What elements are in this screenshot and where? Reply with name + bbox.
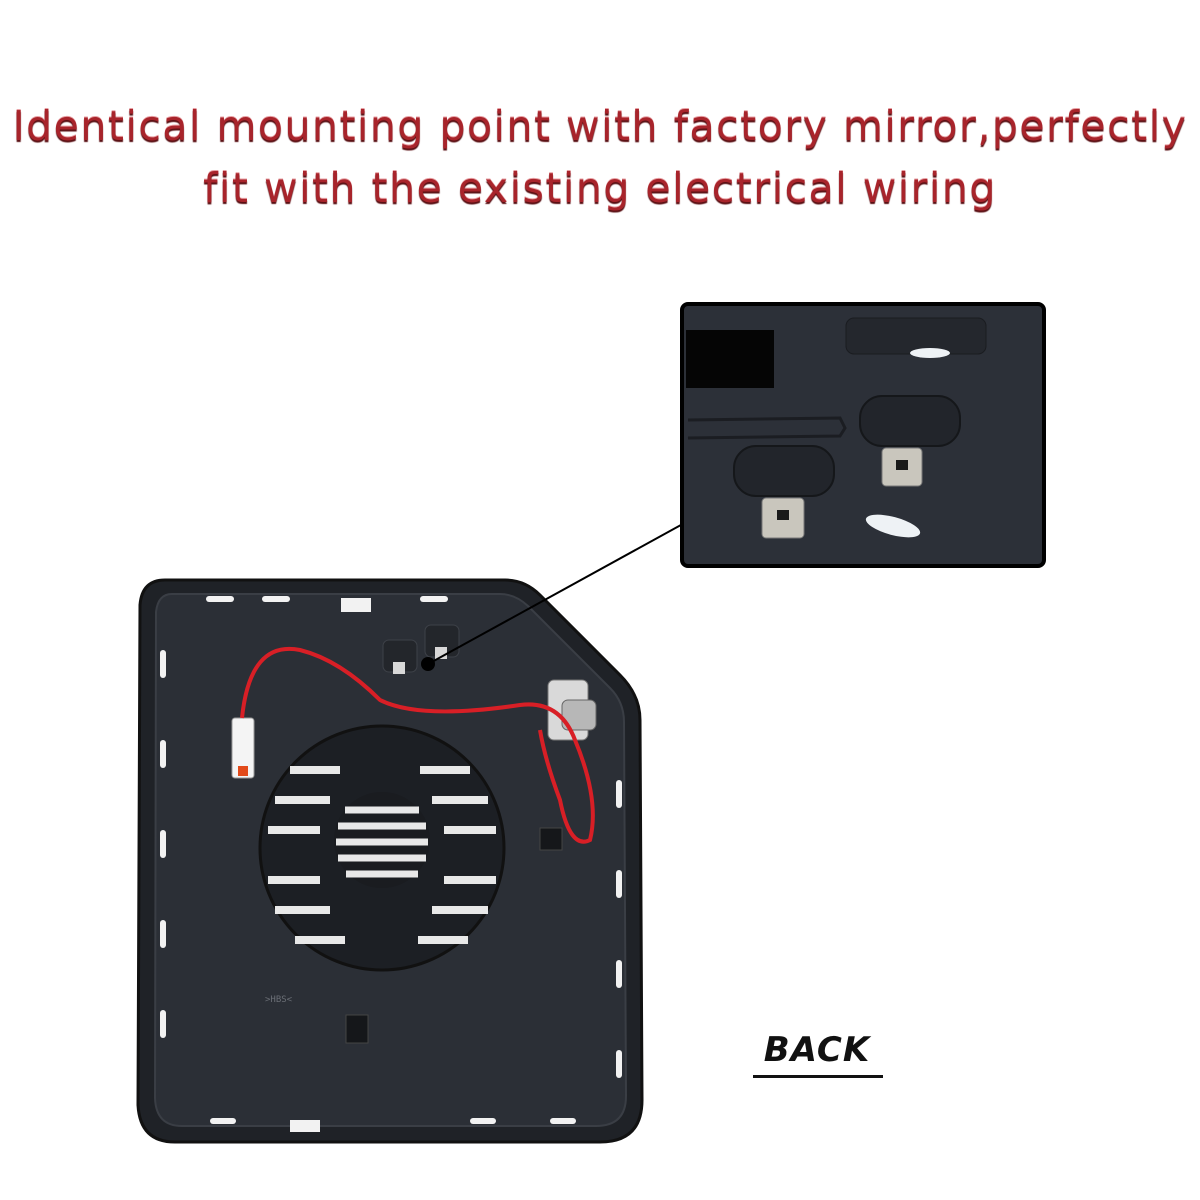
heater-terminal xyxy=(547,679,597,741)
headline: Identical mounting point with factory mi… xyxy=(0,95,1200,219)
headline-line-1: Identical mounting point with factory mi… xyxy=(12,102,1188,150)
headline-line-2: fit with the existing electrical wiring xyxy=(203,164,997,212)
top-terminals xyxy=(382,624,460,674)
red-wire xyxy=(240,646,595,844)
embossed-mark: >HBS< xyxy=(265,995,293,1005)
back-underline xyxy=(753,1075,883,1078)
edge-clips xyxy=(160,596,622,1132)
back-label: BACK xyxy=(763,1030,871,1070)
heater-vent xyxy=(258,724,506,972)
mirror-back-plate: >HBS< xyxy=(136,578,644,1144)
wire-connector xyxy=(231,717,255,779)
inset-closeup xyxy=(680,302,1046,568)
callout-pointer xyxy=(421,519,691,671)
